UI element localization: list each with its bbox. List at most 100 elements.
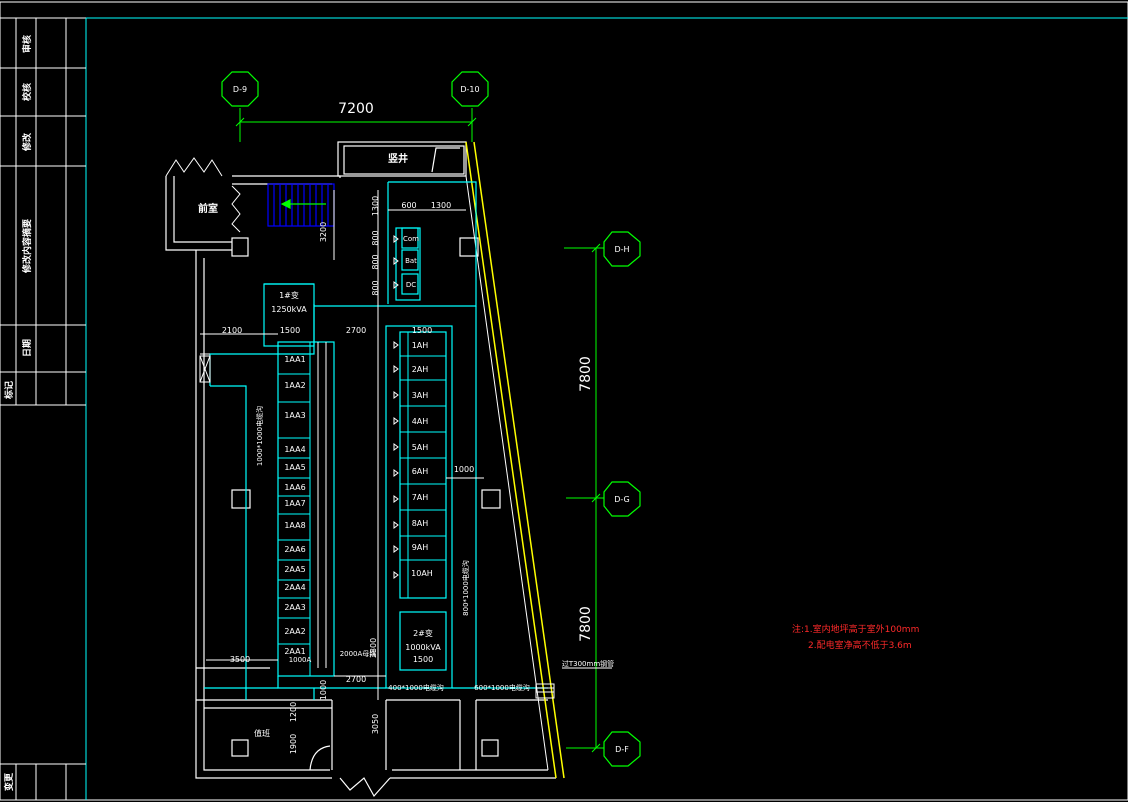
dc-panel-bat: Bat — [405, 257, 417, 265]
panel-1aa3: 1AA3 — [284, 411, 305, 420]
panel-2ah: 2AH — [412, 365, 429, 374]
panel-6ah: 6AH — [412, 467, 429, 476]
panel-1aa7: 1AA7 — [284, 499, 305, 508]
dim-2700-a: 2700 — [346, 326, 366, 335]
panel-1aa1: 1AA1 — [284, 355, 305, 364]
panel-2aa6: 2AA6 — [284, 545, 305, 554]
panel-1aa8: 1AA8 — [284, 521, 305, 530]
dim-1500-c: 1500 — [413, 655, 433, 664]
panel-5ah: 5AH — [412, 443, 429, 452]
tb-check: 校核 — [21, 83, 33, 101]
grid-bubble-d10 — [451, 71, 489, 107]
transformer-2-name: 2#变 — [413, 628, 433, 638]
stair — [267, 183, 335, 227]
dim-3500: 3500 — [230, 655, 250, 664]
panel-4ah: 4AH — [412, 417, 429, 426]
dim-3800: 3800 — [369, 638, 378, 658]
trench-left-label: 1000*1000电缆沟 — [255, 406, 264, 466]
grid-bubble-df — [603, 731, 641, 767]
tb-modify: 修改 — [21, 132, 33, 152]
panel-7ah: 7AH — [412, 493, 429, 502]
note-line-2: 2.配电室净高不低于3.6m — [808, 639, 912, 651]
tb-review: 审核 — [21, 35, 33, 53]
grid-bubble-dg — [603, 481, 641, 517]
panel-9ah: 9AH — [412, 543, 429, 552]
panel-markers — [393, 235, 399, 579]
panel-2aa2: 2AA2 — [284, 627, 305, 636]
dim-800-c: 800 — [371, 280, 380, 295]
grid-axes — [235, 108, 604, 753]
dim-600: 600 — [401, 201, 416, 210]
panel-1ah: 1AH — [412, 341, 429, 350]
tb-change: 变更 — [3, 772, 15, 791]
room-tool: 值班 — [254, 728, 270, 738]
grid-label-dh: D-H — [614, 245, 629, 254]
walls — [165, 141, 556, 798]
panel-1aa2: 1AA2 — [284, 381, 305, 390]
tb-modify-summary: 修改内容摘要 — [21, 219, 33, 274]
dim-right-lower: 7800 — [578, 606, 594, 642]
transformer-1-capacity: 1250kVA — [271, 305, 307, 314]
dim-800-b: 800 — [371, 254, 380, 269]
dc-panel-com: Com — [403, 235, 419, 243]
panel-10ah: 10AH — [411, 569, 433, 578]
wall-note-label: 过T300mm钢管 — [562, 659, 614, 668]
stair-arrow — [280, 199, 326, 209]
note-line-1: 注:1.室内地坪高于室外100mm — [792, 623, 919, 635]
dim-top-span: 7200 — [338, 101, 374, 117]
dim-1500-a: 1500 — [280, 326, 300, 335]
panel-1aa4: 1AA4 — [284, 445, 305, 454]
trench-right-label: 800*1000电缆沟 — [461, 560, 470, 616]
label-1000a: 1000A — [289, 656, 312, 664]
title-block-text: 审核 校核 修改 修改内容摘要 日期 标记 变更 — [3, 35, 33, 791]
tb-mark: 标记 — [3, 381, 15, 400]
trench-bottom-b-label: 600*1000电缆沟 — [474, 683, 530, 692]
transformer-2-capacity: 1000kVA — [405, 643, 441, 652]
dim-1000: 1000 — [454, 465, 474, 474]
cable-labels: 1000*1000电缆沟 800*1000电缆沟 400*1000电缆沟 600… — [255, 406, 614, 692]
sloped-wall — [465, 141, 565, 779]
panel-8ah: 8AH — [412, 519, 429, 528]
grid-bubble-dh — [603, 231, 641, 267]
room-front: 前室 — [198, 202, 218, 215]
dim-right-upper: 7800 — [578, 356, 594, 392]
dim-1200: 1200 — [289, 702, 298, 722]
dim-2700-b: 2700 — [346, 675, 366, 684]
dim-1500-b: 1500 — [412, 326, 432, 335]
room-shaft: 竖井 — [388, 152, 408, 165]
right-panel-dividers — [400, 332, 446, 598]
dim-1300-v: 1300 — [371, 196, 380, 216]
grid-label-dg: D-G — [614, 495, 630, 504]
dim-3200: 3200 — [319, 222, 328, 242]
bus-label: 2000A母线 — [340, 649, 377, 658]
grid-label-d10: D-10 — [460, 85, 479, 94]
dim-1900: 1900 — [289, 734, 298, 754]
dim-1300: 1300 — [431, 201, 451, 210]
dim-3050: 3050 — [371, 714, 380, 734]
grid-bubble-d9 — [221, 71, 259, 107]
panel-1aa6: 1AA6 — [284, 483, 305, 492]
panel-3ah: 3AH — [412, 391, 429, 400]
vestibule-door — [165, 157, 241, 233]
dim-1000-b: 1000 — [319, 680, 328, 700]
inner-dimensions: 600 1300 1300 3200 800 800 800 2100 2700… — [222, 196, 474, 754]
transformer-1-name: 1#变 — [279, 290, 299, 300]
tb-date: 日期 — [21, 339, 33, 357]
sloped-wall-inner — [465, 175, 549, 771]
dim-2100: 2100 — [222, 326, 242, 335]
title-block — [0, 18, 86, 800]
panel-1aa5: 1AA5 — [284, 463, 305, 472]
right-panel-labels: 1AH 2AH 3AH 4AH 5AH 6AH 7AH 8AH 9AH 10AH — [411, 341, 433, 578]
grid-label-d9: D-9 — [233, 85, 247, 94]
panel-2aa5: 2AA5 — [284, 565, 305, 574]
trench-bottom-a-label: 400*1000电缆沟 — [388, 683, 444, 692]
dc-panel-dc: DC — [406, 281, 416, 289]
grid-label-df: D-F — [615, 745, 629, 754]
left-panel-dividers — [278, 342, 311, 676]
dim-800-a: 800 — [371, 230, 380, 245]
panel-2aa3: 2AA3 — [284, 603, 305, 612]
panel-2aa1: 2AA1 — [284, 647, 305, 656]
grid-bubbles: D-9 D-10 D-H D-G D-F — [221, 71, 641, 767]
